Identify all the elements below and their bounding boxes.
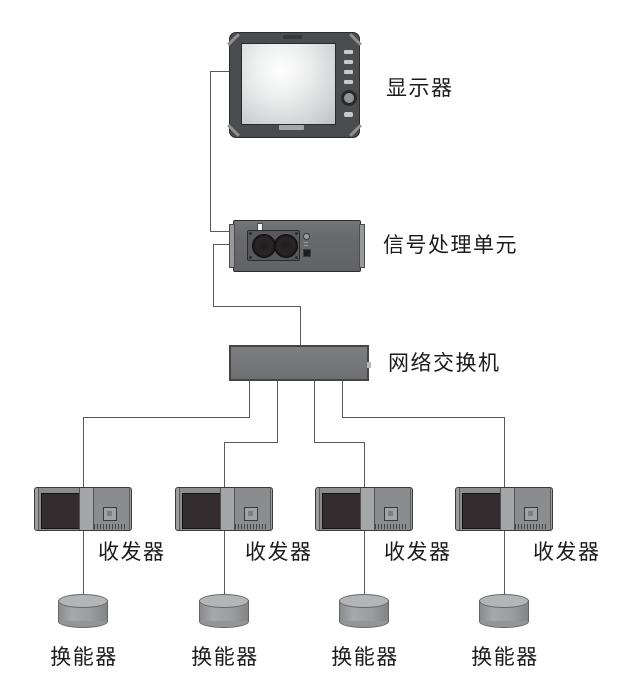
transceiver-port [524,507,538,521]
cylinder-top [199,594,249,608]
cable-switch-transceiver-3 [314,381,315,442]
vent-grille-icon [94,524,127,529]
cable-processor-switch [300,306,301,345]
transducer-2 [199,594,249,628]
cable-processor-switch [213,306,300,307]
cable-switch-transceiver-2 [224,442,278,443]
transceiver-cable-strip [360,488,375,530]
monitor-corner-bevel [349,33,362,46]
signal-processing-unit-label: 信号处理单元 [383,233,518,257]
monitor-corner-bevel [227,124,240,137]
transceiver-cable-strip [79,488,94,530]
cable-switch-transceiver-1 [249,381,250,417]
cylinder-top [339,594,389,608]
cable-switch-transceiver-4 [342,417,505,418]
display-label: 显示器 [386,76,454,100]
cable-display-processor [210,231,233,232]
signal-processing-unit [229,220,365,272]
transducer-label-3: 换能器 [331,645,399,669]
monitor-logo-plate [283,35,302,39]
network-switch [229,345,371,381]
transducer-label-2: 换能器 [191,645,259,669]
cable-switch-transceiver-3 [364,442,365,487]
cable-switch-transceiver-1 [83,417,250,418]
cable-switch-transceiver-1 [83,417,84,487]
rack-flange [359,224,365,268]
cable-switch-transceiver-3 [314,442,365,443]
fan-panel [247,230,300,261]
port-square [303,249,311,257]
transceiver-label-3: 收发器 [384,540,452,564]
transducer-1 [58,594,108,628]
transceiver-label-2: 收发器 [245,540,313,564]
cable-transceiver-transducer-1 [83,530,84,596]
monitor-button [344,80,353,84]
switch-tab [367,362,371,368]
transceiver-cable-strip [220,488,235,530]
monitor-knob [341,90,357,106]
indicator-dot [303,233,310,240]
transceiver-label-1: 收发器 [98,540,166,564]
monitor-corner-bevel [349,124,362,137]
transceiver-port [384,507,398,521]
transceiver-dark-panel [462,493,501,529]
screw-icon [295,256,298,259]
cylinder-top [58,594,108,608]
transceiver-2 [175,487,273,531]
monitor-corner-bevel [227,33,240,46]
indicator-marks [304,242,308,247]
transceiver-dark-panel [322,493,361,529]
monitor-power-button [344,112,353,117]
rack-flange [229,224,235,268]
cable-processor-switch [213,244,233,245]
cable-transceiver-transducer-3 [364,530,365,596]
screw-icon [249,232,252,235]
cable-switch-transceiver-4 [504,417,505,487]
cable-transceiver-transducer-2 [224,530,225,596]
transducer-4 [479,594,529,628]
monitor-screen [241,43,336,125]
monitor-button [344,70,353,74]
monitor-button [344,50,353,54]
vent-grille-icon [375,524,408,529]
screw-icon [295,232,298,235]
network-switch-label: 网络交换机 [388,351,501,375]
transceiver-label-4: 收发器 [533,540,601,564]
cable-switch-transceiver-4 [342,381,343,417]
cable-processor-switch [213,244,214,306]
transceiver-cable-strip [500,488,515,530]
cable-transceiver-transducer-4 [504,530,505,596]
transceiver-1 [34,487,132,531]
cylinder-top [479,594,529,608]
vent-grille-icon [515,524,548,529]
transducer-label-1: 换能器 [50,645,118,669]
cable-switch-transceiver-2 [277,381,278,442]
display-monitor [227,32,362,138]
fan-icon [274,234,298,258]
fan-icon [252,234,276,258]
monitor-button-column [344,50,354,90]
cable-display-processor [210,71,211,232]
screw-icon [249,256,252,259]
cable-switch-transceiver-2 [224,442,225,487]
vent-grille-icon [235,524,268,529]
transceiver-dark-panel [182,493,221,529]
transceiver-3 [315,487,413,531]
transceiver-dark-panel [41,493,80,529]
transceiver-port [244,507,258,521]
transceiver-4 [455,487,553,531]
transceiver-port [103,507,117,521]
monitor-model-badge [279,125,304,130]
transducer-3 [339,594,389,628]
monitor-button [344,60,353,64]
cable-display-processor [210,71,230,72]
transducer-label-4: 换能器 [471,645,539,669]
